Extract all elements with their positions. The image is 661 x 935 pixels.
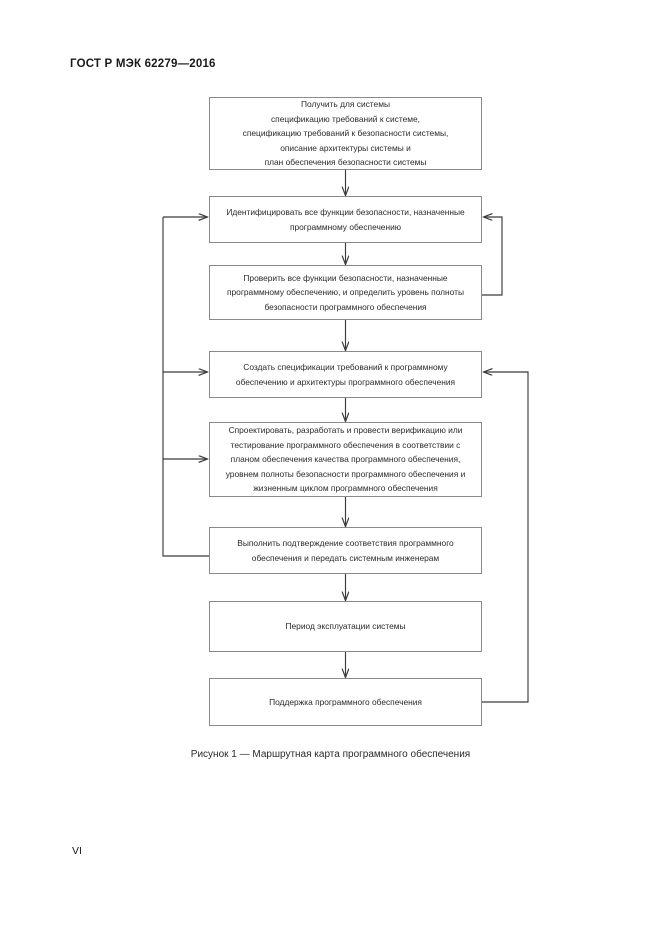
figure-caption: Рисунок 1 — Маршрутная карта программног… [190,749,471,760]
standard-header: ГОСТ Р МЭК 62279—2016 [70,58,216,70]
flow-node-label: Идентифицировать все функции безопасност… [226,207,465,232]
flow-node-label: Выполнить подтверждение соответствия про… [237,538,454,563]
flow-node-design-develop-verify[interactable]: Спроектировать, разработать и провести в… [209,422,482,497]
flow-node-validation-handover[interactable]: Выполнить подтверждение соответствия про… [209,527,482,574]
flow-node-software-maintenance[interactable]: Поддержка программного обеспечения [209,678,482,726]
flow-node-label: Спроектировать, разработать и провести в… [225,425,466,494]
page-number: VI [72,845,82,857]
flow-node-operation-period[interactable]: Период эксплуатации системы [209,601,482,652]
flow-node-label: Период эксплуатации системы [285,621,406,632]
flow-node-label: Проверить все функции безопасности, назн… [226,272,465,312]
flow-node-create-software-requirements[interactable]: Создать спецификации требований к програ… [209,351,482,398]
flow-node-verify-safety-functions[interactable]: Проверить все функции безопасности, назн… [209,265,482,320]
flow-node-label: Поддержка программного обеспечения [269,696,422,707]
flow-node-identify-safety-functions[interactable]: Идентифицировать все функции безопасност… [209,196,482,243]
flow-node-label: Получить для системы спецификацию требов… [242,99,449,168]
flow-node-label: Создать спецификации требований к програ… [235,362,456,387]
flow-node-obtain-system-specs[interactable]: Получить для системы спецификацию требов… [209,97,482,170]
